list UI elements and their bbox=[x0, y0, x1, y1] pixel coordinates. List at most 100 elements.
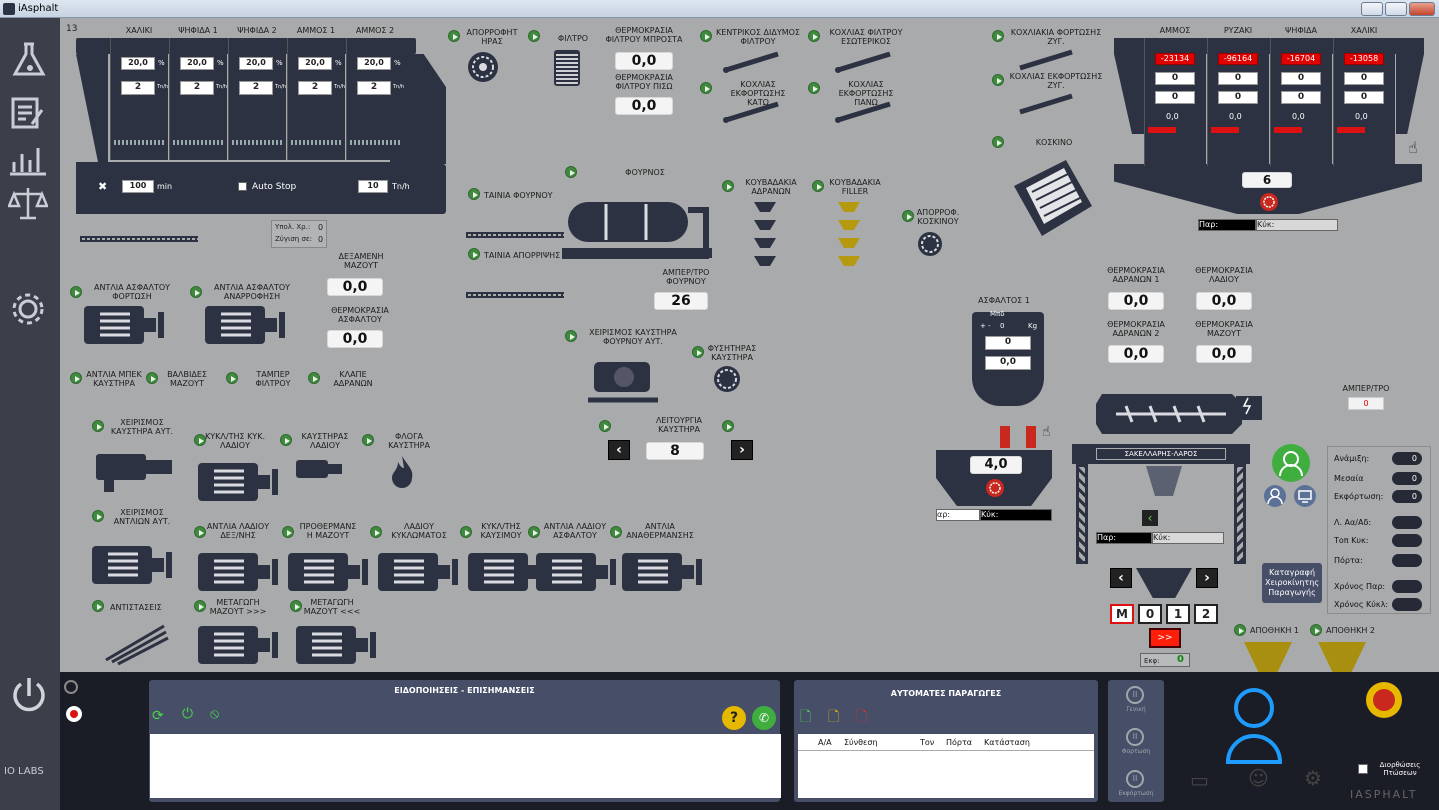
mode-button[interactable]: 1 bbox=[1166, 604, 1190, 624]
screw4-play-button[interactable] bbox=[808, 82, 820, 94]
close-button[interactable] bbox=[1409, 2, 1435, 16]
refresh-icon[interactable]: ⟳ bbox=[152, 708, 164, 724]
bin-value3[interactable]: 0,0 bbox=[1166, 112, 1179, 121]
mixer-kyk-field[interactable]: Κύκ: bbox=[1152, 532, 1224, 544]
leitourgia-next-button[interactable]: › bbox=[731, 440, 753, 460]
storage1-play-button[interactable] bbox=[1234, 624, 1246, 636]
silo-percent-input[interactable]: 20,0 bbox=[239, 57, 273, 70]
lab-flask-icon[interactable] bbox=[10, 40, 48, 80]
preheat-play-button[interactable] bbox=[282, 526, 294, 538]
minimize-button[interactable] bbox=[1361, 2, 1383, 16]
edit-file-icon[interactable]: 🗋 bbox=[828, 709, 840, 725]
reheat-play-button[interactable] bbox=[610, 526, 622, 538]
damper-play-button[interactable] bbox=[226, 372, 238, 384]
burner-manual-play-button[interactable] bbox=[565, 330, 577, 342]
leitourgia-play-right[interactable] bbox=[722, 420, 734, 432]
hand-cursor-icon[interactable]: ☝ bbox=[1408, 138, 1418, 157]
kouvadakia-adranon-play-button[interactable] bbox=[722, 180, 734, 192]
auto-stop-checkbox[interactable] bbox=[238, 182, 247, 191]
operator-active-button[interactable] bbox=[1272, 444, 1310, 482]
power-toggle-icon[interactable]: ⏻ bbox=[182, 706, 194, 722]
filler-kyk-field[interactable]: Κύκ: bbox=[980, 509, 1052, 521]
burner-auto-play-button[interactable] bbox=[92, 420, 104, 432]
mute-icon[interactable]: ⦸ bbox=[210, 706, 220, 722]
aporrofisi-play-button[interactable] bbox=[448, 30, 460, 42]
oil-burner-play-button[interactable] bbox=[280, 434, 292, 446]
emergency-stop-button[interactable] bbox=[1366, 682, 1402, 718]
screw5-play-button[interactable] bbox=[992, 30, 1004, 42]
filler-par-field[interactable]: αρ: bbox=[936, 509, 980, 521]
hand-cursor-icon[interactable]: ☝ bbox=[1042, 424, 1051, 440]
mode-button[interactable]: 2 bbox=[1194, 604, 1218, 624]
settings-icon[interactable]: ⚙ bbox=[1304, 766, 1322, 790]
fysitiras-play-button[interactable] bbox=[692, 346, 704, 358]
transfer2-play-button[interactable] bbox=[290, 600, 302, 612]
resist-play-button[interactable] bbox=[92, 600, 104, 612]
screw2-play-button[interactable] bbox=[808, 30, 820, 42]
bins-kyk-field[interactable]: Κύκ: bbox=[1256, 219, 1338, 231]
record-button[interactable] bbox=[66, 706, 82, 722]
koskino-play-button[interactable] bbox=[992, 136, 1004, 148]
flame-play-button[interactable] bbox=[362, 434, 374, 446]
bin-value3[interactable]: 0,0 bbox=[1355, 112, 1368, 121]
aporrof-koskinou-play-button[interactable] bbox=[902, 210, 914, 222]
oil-pump-play-button[interactable] bbox=[194, 526, 206, 538]
screw6-play-button[interactable] bbox=[992, 74, 1004, 86]
storage2-play-button[interactable] bbox=[1310, 624, 1322, 636]
notifications-list[interactable] bbox=[150, 734, 781, 798]
silo-percent-input[interactable]: 20,0 bbox=[121, 57, 155, 70]
mode-button[interactable]: M bbox=[1110, 604, 1134, 624]
bin-value3[interactable]: 0,0 bbox=[1229, 112, 1242, 121]
record-settings-icon[interactable] bbox=[64, 680, 78, 694]
screw1-play-button[interactable] bbox=[700, 30, 712, 42]
tools-icon[interactable]: ✖ bbox=[98, 180, 108, 193]
mixer-par-field[interactable]: Παρ: bbox=[1096, 532, 1152, 544]
furnace-play-button[interactable] bbox=[565, 166, 577, 178]
delete-file-icon[interactable]: 🗋 bbox=[856, 709, 868, 725]
silo-percent-input[interactable]: 20,0 bbox=[298, 57, 332, 70]
report-edit-icon[interactable] bbox=[10, 94, 48, 132]
leitourgia-play-left[interactable] bbox=[599, 420, 611, 432]
add-file-icon[interactable]: 🗋 bbox=[800, 709, 812, 725]
pumps-auto-play-button[interactable] bbox=[92, 510, 104, 522]
mixer-go-button[interactable]: >> bbox=[1149, 628, 1181, 648]
settings-gear-icon[interactable] bbox=[10, 290, 46, 328]
mixer-back-button[interactable]: ‹ bbox=[1142, 510, 1158, 526]
monitor-icon[interactable]: ▭ bbox=[1190, 768, 1209, 792]
asphalt-set[interactable]: 0 bbox=[1000, 322, 1005, 330]
users-icon[interactable]: ☺ bbox=[1248, 766, 1269, 790]
tainia-aporripsis-play-button[interactable] bbox=[468, 248, 480, 260]
kouvadakia-filler-play-button[interactable] bbox=[812, 180, 824, 192]
silo-rate-input[interactable]: 10 bbox=[358, 180, 388, 193]
help-icon[interactable]: ? bbox=[722, 706, 746, 730]
power-icon[interactable] bbox=[8, 674, 50, 716]
klape-play-button[interactable] bbox=[308, 372, 320, 384]
scale-icon[interactable] bbox=[8, 184, 48, 222]
screw3-play-button[interactable] bbox=[700, 82, 712, 94]
silo-percent-input[interactable]: 20,0 bbox=[180, 57, 214, 70]
oil-circ-play-button[interactable] bbox=[194, 434, 206, 446]
auto-productions-table[interactable] bbox=[798, 734, 1094, 798]
transfer1-play-button[interactable] bbox=[194, 600, 206, 612]
pause-icon[interactable]: II bbox=[1126, 686, 1144, 704]
pump1-play-button[interactable] bbox=[70, 286, 82, 298]
tainia-fournou-play-button[interactable] bbox=[468, 188, 480, 200]
valves-play-button[interactable] bbox=[146, 372, 158, 384]
fix-drops-checkbox[interactable] bbox=[1358, 764, 1368, 774]
mixer-next-button[interactable]: › bbox=[1196, 568, 1218, 588]
bin-value3[interactable]: 0,0 bbox=[1292, 112, 1305, 121]
mode-button[interactable]: 0 bbox=[1138, 604, 1162, 624]
computer-button[interactable] bbox=[1294, 485, 1316, 507]
manual-record-button[interactable]: Καταγραφή Χειροκίνητης Παραγωγής bbox=[1262, 563, 1322, 603]
pause-icon[interactable]: II bbox=[1126, 728, 1144, 746]
maximize-button[interactable] bbox=[1385, 2, 1407, 16]
user-button[interactable] bbox=[1264, 485, 1286, 507]
circ-fuel-play-button[interactable] bbox=[460, 526, 472, 538]
bins-par-field[interactable]: Παρ: bbox=[1198, 219, 1256, 231]
silo-percent-input[interactable]: 20,0 bbox=[357, 57, 391, 70]
bar-chart-icon[interactable] bbox=[8, 144, 48, 176]
oil-circ2-play-button[interactable] bbox=[370, 526, 382, 538]
pause-icon[interactable]: II bbox=[1126, 770, 1144, 788]
leitourgia-prev-button[interactable]: ‹ bbox=[608, 440, 630, 460]
mixer-prev-button[interactable]: ‹ bbox=[1110, 568, 1132, 588]
